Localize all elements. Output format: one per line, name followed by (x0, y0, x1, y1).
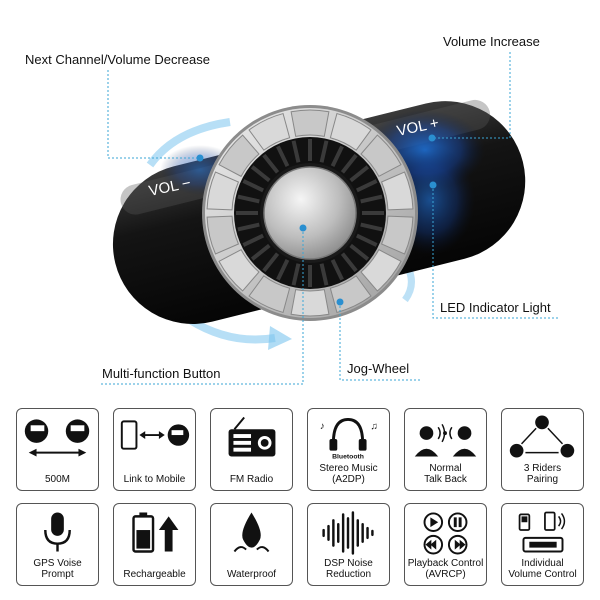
callout-led-indicator: LED Indicator Light (440, 300, 551, 315)
feature-label: Normal Talk Back (424, 463, 467, 485)
jog-wheel-rib (355, 233, 378, 247)
jog-wheel-rib (237, 222, 260, 232)
feature-label: Individual Volume Control (508, 558, 577, 580)
jog-wheel-rib (250, 165, 271, 183)
callout-multi-function: Multi-function Button (102, 366, 221, 381)
multi-function-button (263, 166, 357, 260)
jog-wheel-segment (380, 215, 414, 255)
three-riders-icon (509, 415, 575, 458)
leader-next-channel (107, 70, 200, 159)
feature-grid: 500M Link to Mobile FM Radio ♪ ♫ Bluetoot… (16, 408, 586, 596)
playback-controls-icon (423, 512, 468, 555)
jog-wheel-rib (319, 263, 329, 286)
jog-wheel-rib (291, 140, 301, 163)
feature-card-playback: Playback Control (AVRCP) (404, 503, 487, 586)
jog-wheel-rib (360, 194, 383, 204)
feature-label: Playback Control (AVRCP) (407, 558, 484, 580)
feature-card-3-riders: 3 Riders Pairing (501, 408, 584, 491)
feature-card-link-mobile: Link to Mobile (113, 408, 196, 491)
feature-label: Rechargeable (123, 569, 186, 580)
feature-label: FM Radio (229, 474, 274, 485)
rotation-arrow-bottom (187, 316, 276, 344)
callout-volume-increase: Volume Increase (443, 34, 540, 49)
jog-wheel-rib (242, 233, 265, 247)
jog-wheel-rib (349, 165, 370, 183)
feature-label: Link to Mobile (123, 474, 186, 485)
feature-label: Waterproof (226, 569, 277, 580)
sound-wave-icon (322, 511, 374, 555)
jog-wheel-rib (360, 222, 383, 232)
jog-wheel-rib (340, 252, 358, 273)
feature-label: 3 Riders Pairing (523, 463, 562, 485)
jog-wheel-segment (290, 289, 330, 317)
feature-card-rechargeable: Rechargeable (113, 503, 196, 586)
feature-card-waterproof: Waterproof (210, 503, 293, 586)
feature-label: GPS Voise Prompt (33, 558, 82, 580)
jog-wheel-segment (360, 134, 402, 178)
svg-text:♪: ♪ (320, 421, 325, 432)
helmets-range-icon (24, 419, 90, 457)
feature-label: DSP Noise Reduction (324, 558, 373, 580)
rotation-arrow-left (146, 118, 231, 168)
feature-card-talk-back: Normal Talk Back (404, 408, 487, 491)
jog-wheel-rib (276, 145, 290, 168)
feature-card-dsp-noise: DSP Noise Reduction (307, 503, 390, 586)
jog-wheel-rib (330, 145, 344, 168)
jog-wheel-segment (380, 171, 414, 211)
microphone-icon (44, 512, 71, 552)
feature-card-gps-voice: GPS Voise Prompt (16, 503, 99, 586)
leader-led (432, 185, 560, 319)
jog-wheel-rib (349, 243, 370, 261)
radio-icon (228, 416, 276, 457)
jog-wheel-rib (250, 243, 271, 261)
feature-card-500m: 500M (16, 408, 99, 491)
talk-back-icon (414, 423, 477, 457)
leader-jog-wheel (339, 302, 420, 381)
jog-wheel-rib (262, 153, 280, 174)
bluetooth-brand: Bluetooth (332, 453, 364, 460)
phone-helmet-link-icon (120, 420, 190, 450)
feature-card-individual-volume: Individual Volume Control (501, 503, 584, 586)
water-drop-icon (233, 512, 270, 553)
battery-charge-icon (132, 512, 179, 553)
jog-wheel-segment (218, 248, 260, 292)
svg-text:♫: ♫ (370, 421, 377, 432)
rotation-arrowhead (268, 326, 292, 350)
feature-card-fm-radio: FM Radio (210, 408, 293, 491)
jog-wheel-rib (355, 179, 378, 193)
volume-control-icon (518, 511, 566, 553)
jog-wheel (202, 105, 418, 321)
jog-wheel-segment (206, 215, 240, 255)
jog-wheel-segment (360, 248, 402, 292)
jog-wheel-rib (319, 140, 329, 163)
jog-wheel-segment (248, 112, 291, 151)
callout-next-channel: Next Channel/Volume Decrease (25, 52, 210, 67)
leader-multi-function (100, 228, 304, 385)
jog-wheel-rib (237, 194, 260, 204)
jog-wheel-segment (206, 171, 240, 211)
jog-wheel-rib (242, 179, 265, 193)
device-illustration: VOL − VOL + (100, 52, 560, 385)
feature-label: Stereo Music (A2DP) (319, 463, 378, 485)
jog-wheel-rib (291, 263, 301, 286)
feature-label: 500M (44, 474, 70, 485)
jog-wheel-segment (218, 134, 260, 178)
jog-wheel-segment (248, 275, 291, 314)
jog-wheel-rib (330, 258, 344, 281)
callout-jog-wheel: Jog-Wheel (347, 361, 410, 376)
leader-volume-increase (432, 52, 511, 139)
jog-wheel-rib (276, 258, 290, 281)
jog-wheel-segment (290, 109, 330, 137)
headphones-bluetooth-icon: ♪ ♫ Bluetooth (320, 417, 378, 460)
led-indicator-dot (429, 181, 437, 189)
jog-wheel-segment (329, 112, 372, 151)
jog-wheel-rib (340, 153, 358, 174)
feature-card-stereo-music: ♪ ♫ Bluetooth Stereo Music (A2DP) (307, 408, 390, 491)
jog-wheel-rib (262, 252, 280, 273)
